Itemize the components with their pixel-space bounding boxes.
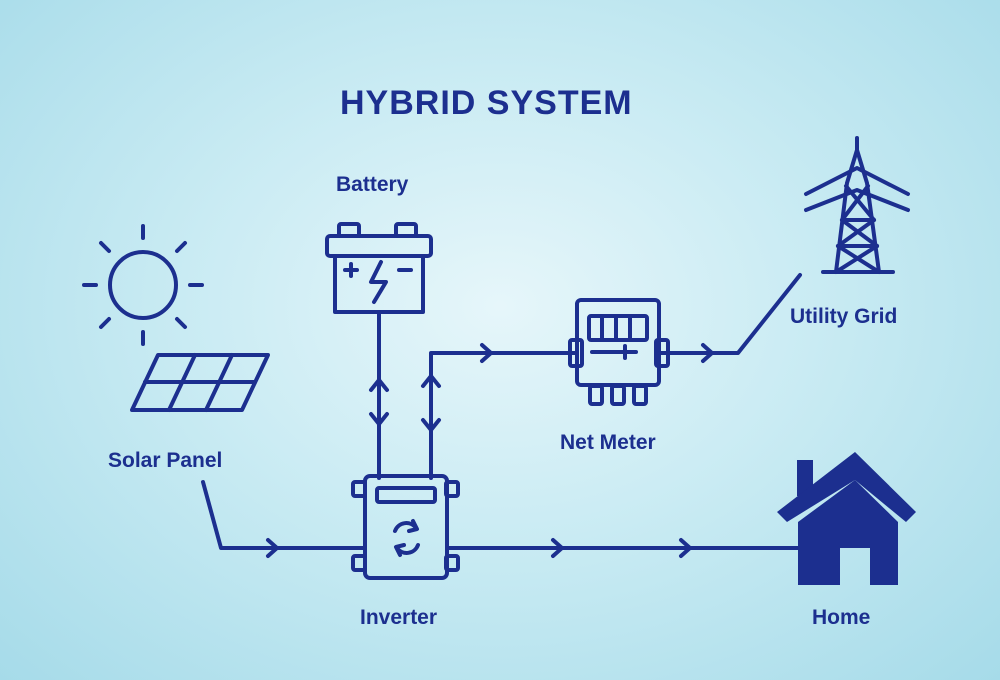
- utility-grid-label: Utility Grid: [790, 305, 898, 328]
- netmeter-grid-link: [657, 273, 802, 363]
- solar-inverter-link: [201, 480, 367, 558]
- battery-inverter-link: [369, 310, 389, 480]
- sun-icon: [82, 224, 204, 346]
- net-meter-label: Net Meter: [560, 431, 656, 454]
- inverter-netmeter-link: [421, 343, 579, 480]
- inverter-label: Inverter: [360, 606, 438, 629]
- battery-icon: [325, 222, 433, 314]
- inverter-home-link: [445, 538, 802, 558]
- solar-panel-icon: [130, 353, 270, 412]
- page-title: HYBRID SYSTEM: [340, 84, 633, 122]
- transmission-tower-icon: [804, 136, 910, 274]
- inverter-icon: [351, 474, 460, 580]
- house-icon: [777, 452, 916, 585]
- solar-panel-label: Solar Panel: [108, 449, 223, 472]
- meter-icon: [568, 298, 670, 406]
- home-label: Home: [812, 606, 871, 629]
- battery-label: Battery: [336, 173, 409, 196]
